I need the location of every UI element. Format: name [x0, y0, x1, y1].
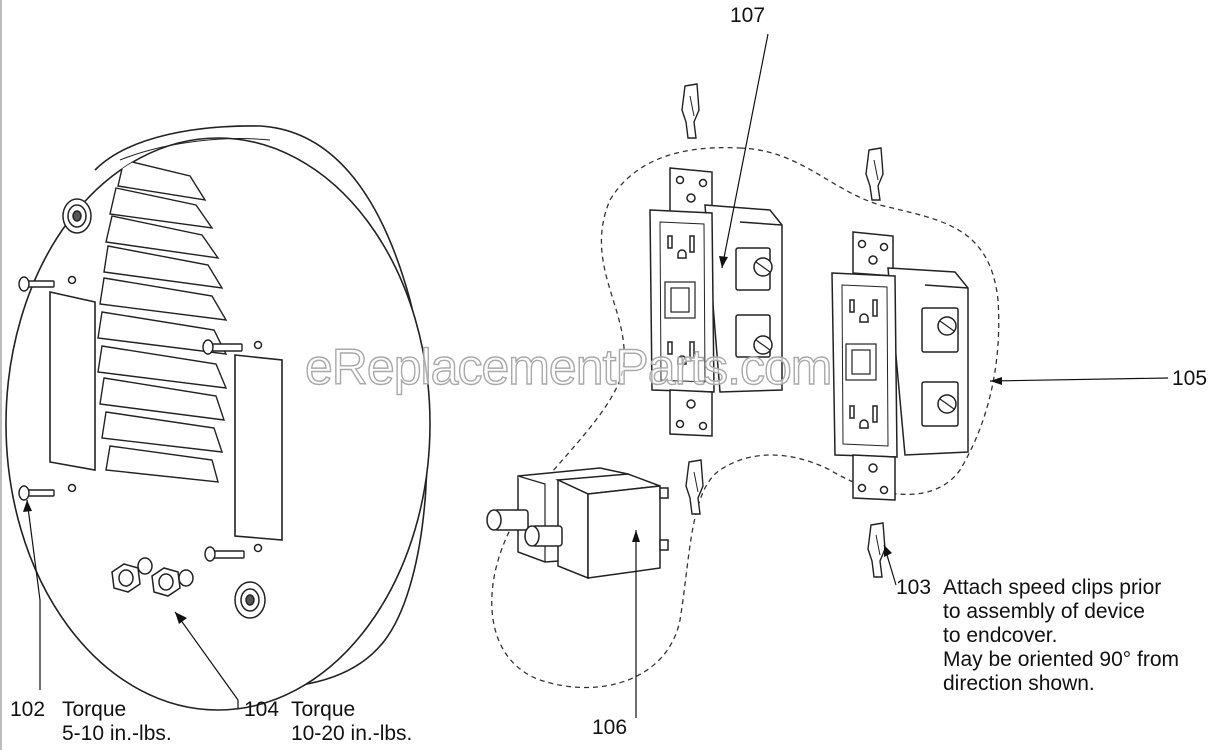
- note-line-4: May be oriented 90° from: [943, 648, 1180, 671]
- left-window: [49, 291, 96, 471]
- speed-clip-3: [685, 459, 704, 515]
- nut-washer: [137, 557, 153, 575]
- cover-bosses: [62, 198, 266, 619]
- speed-clip-1: [681, 83, 700, 139]
- label-104-value: 10-20 in.-lbs.: [291, 722, 413, 745]
- label-105: 105: [1172, 367, 1208, 390]
- cover-louvers: [97, 159, 228, 483]
- label-104: 104: [244, 698, 280, 721]
- label-107: 107: [730, 4, 766, 27]
- circuit-breaker-106: [486, 467, 669, 580]
- screw-upper-left: [18, 276, 55, 292]
- label-103: 103: [896, 576, 932, 599]
- screw-lower-left: [18, 485, 55, 501]
- breaker-button-2: [524, 525, 563, 547]
- gfci-receptacle-rear: [831, 231, 969, 501]
- watermark-text: eReplacementParts.com: [304, 338, 833, 395]
- nut-left: [111, 563, 141, 593]
- note-line-1: Attach speed clips prior: [943, 576, 1162, 599]
- cover-windows: [49, 291, 283, 541]
- speed-clips-103: [681, 83, 886, 578]
- label-102-torque: Torque: [62, 698, 127, 721]
- assembly-note: Attach speed clips prior to assembly of …: [943, 576, 1179, 696]
- image-left-border: [0, 0, 2, 750]
- bottom-boss: [234, 581, 266, 619]
- label-102-value: 5-10 in.-lbs.: [62, 722, 172, 745]
- leader-102: [26, 499, 41, 690]
- breaker-front-face: [587, 485, 661, 579]
- leader-105: [989, 377, 1169, 382]
- leader-lines: [26, 33, 1169, 718]
- nut-washer-2: [178, 569, 194, 587]
- assembly-envelope-dashed: [491, 146, 1000, 688]
- nuts-104: [111, 557, 194, 597]
- gfci-receptacle-front: [649, 167, 783, 437]
- screws-102: [18, 276, 245, 562]
- speed-clip-2: [865, 147, 884, 201]
- note-line-2: to assembly of device: [943, 600, 1145, 623]
- label-106: 106: [592, 716, 628, 739]
- top-boss: [62, 198, 92, 234]
- right-window: [234, 354, 283, 541]
- screw-bottom: [204, 546, 245, 562]
- note-line-3: to endcover.: [943, 624, 1058, 647]
- leader-107: [721, 33, 769, 269]
- note-line-5: direction shown.: [943, 672, 1095, 695]
- speed-clip-4: [867, 522, 886, 578]
- breaker-button-1: [486, 509, 529, 531]
- leader-104: [174, 611, 239, 708]
- label-104-torque: Torque: [291, 698, 356, 721]
- nut-right: [151, 567, 181, 597]
- screw-center: [202, 339, 243, 355]
- label-102: 102: [10, 698, 46, 721]
- arrowheads: [23, 256, 1002, 624]
